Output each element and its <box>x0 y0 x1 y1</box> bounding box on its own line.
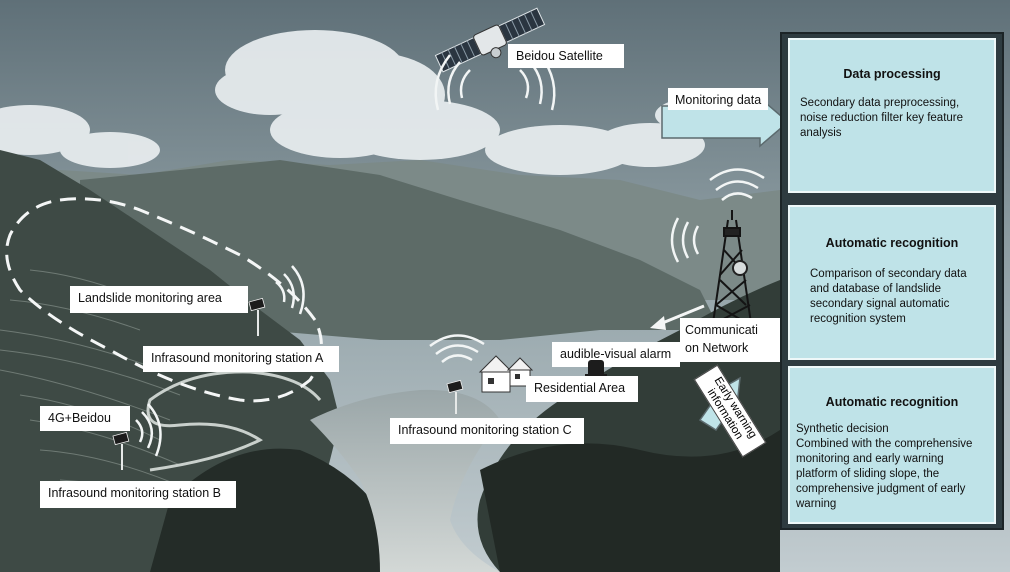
automatic-recognition-title-1: Automatic recognition <box>825 236 959 250</box>
network-arrow-line <box>659 304 705 326</box>
data-processing-body: Secondary data preprocessing, noise redu… <box>800 97 964 140</box>
data-processing-title: Data processing <box>843 67 941 81</box>
communication-network-label: Communicati on Network <box>680 318 780 362</box>
landslide-monitoring-area-label: Landslide monitoring area <box>70 286 248 313</box>
communication-tower-icon <box>711 210 753 331</box>
forest-left <box>150 448 440 572</box>
automatic-recognition-body-1: Comparison of secondary data and databas… <box>810 268 967 326</box>
house-icon <box>478 355 534 393</box>
infrasound-station-a-label: Infrasound monitoring station A <box>143 346 339 372</box>
beidou-satellite-label: Beidou Satellite <box>508 44 624 68</box>
automatic-recognition-panel-1: Automatic recognition Comparison of seco… <box>788 205 996 360</box>
synthetic-decision-text: Synthetic decision <box>796 423 889 436</box>
communication-network-line-1: Communicati <box>685 323 758 337</box>
winding-road <box>146 370 322 472</box>
comprehensive-judgment-text: Combined with the comprehensive monitori… <box>796 438 973 510</box>
right-forest <box>480 430 780 572</box>
communication-network-line-2: on Network <box>685 340 749 355</box>
landslide-area-boundary <box>5 197 323 403</box>
monitoring-data-label: Monitoring data <box>668 88 768 110</box>
automatic-recognition-panel-2: Automatic recognition Synthetic decision… <box>788 366 996 524</box>
alarm-icon <box>585 360 607 377</box>
infrasound-station-c-label: Infrasound monitoring station C <box>390 418 584 444</box>
data-processing-panel: Data processing Secondary data preproces… <box>788 38 996 193</box>
automatic-recognition-title-2: Automatic recognition <box>825 395 959 409</box>
monitoring-station-icon <box>112 297 464 470</box>
4g-beidou-label: 4G+Beidou <box>40 406 130 431</box>
infrasound-station-b-label: Infrasound monitoring station B <box>40 481 236 508</box>
audible-visual-alarm-label: audible-visual alarm <box>552 342 680 367</box>
signal-wave-icon <box>135 54 765 457</box>
residential-area-label: Residential Area <box>526 376 638 402</box>
satellite-icon <box>434 7 546 73</box>
network-arrow-head <box>650 316 666 330</box>
